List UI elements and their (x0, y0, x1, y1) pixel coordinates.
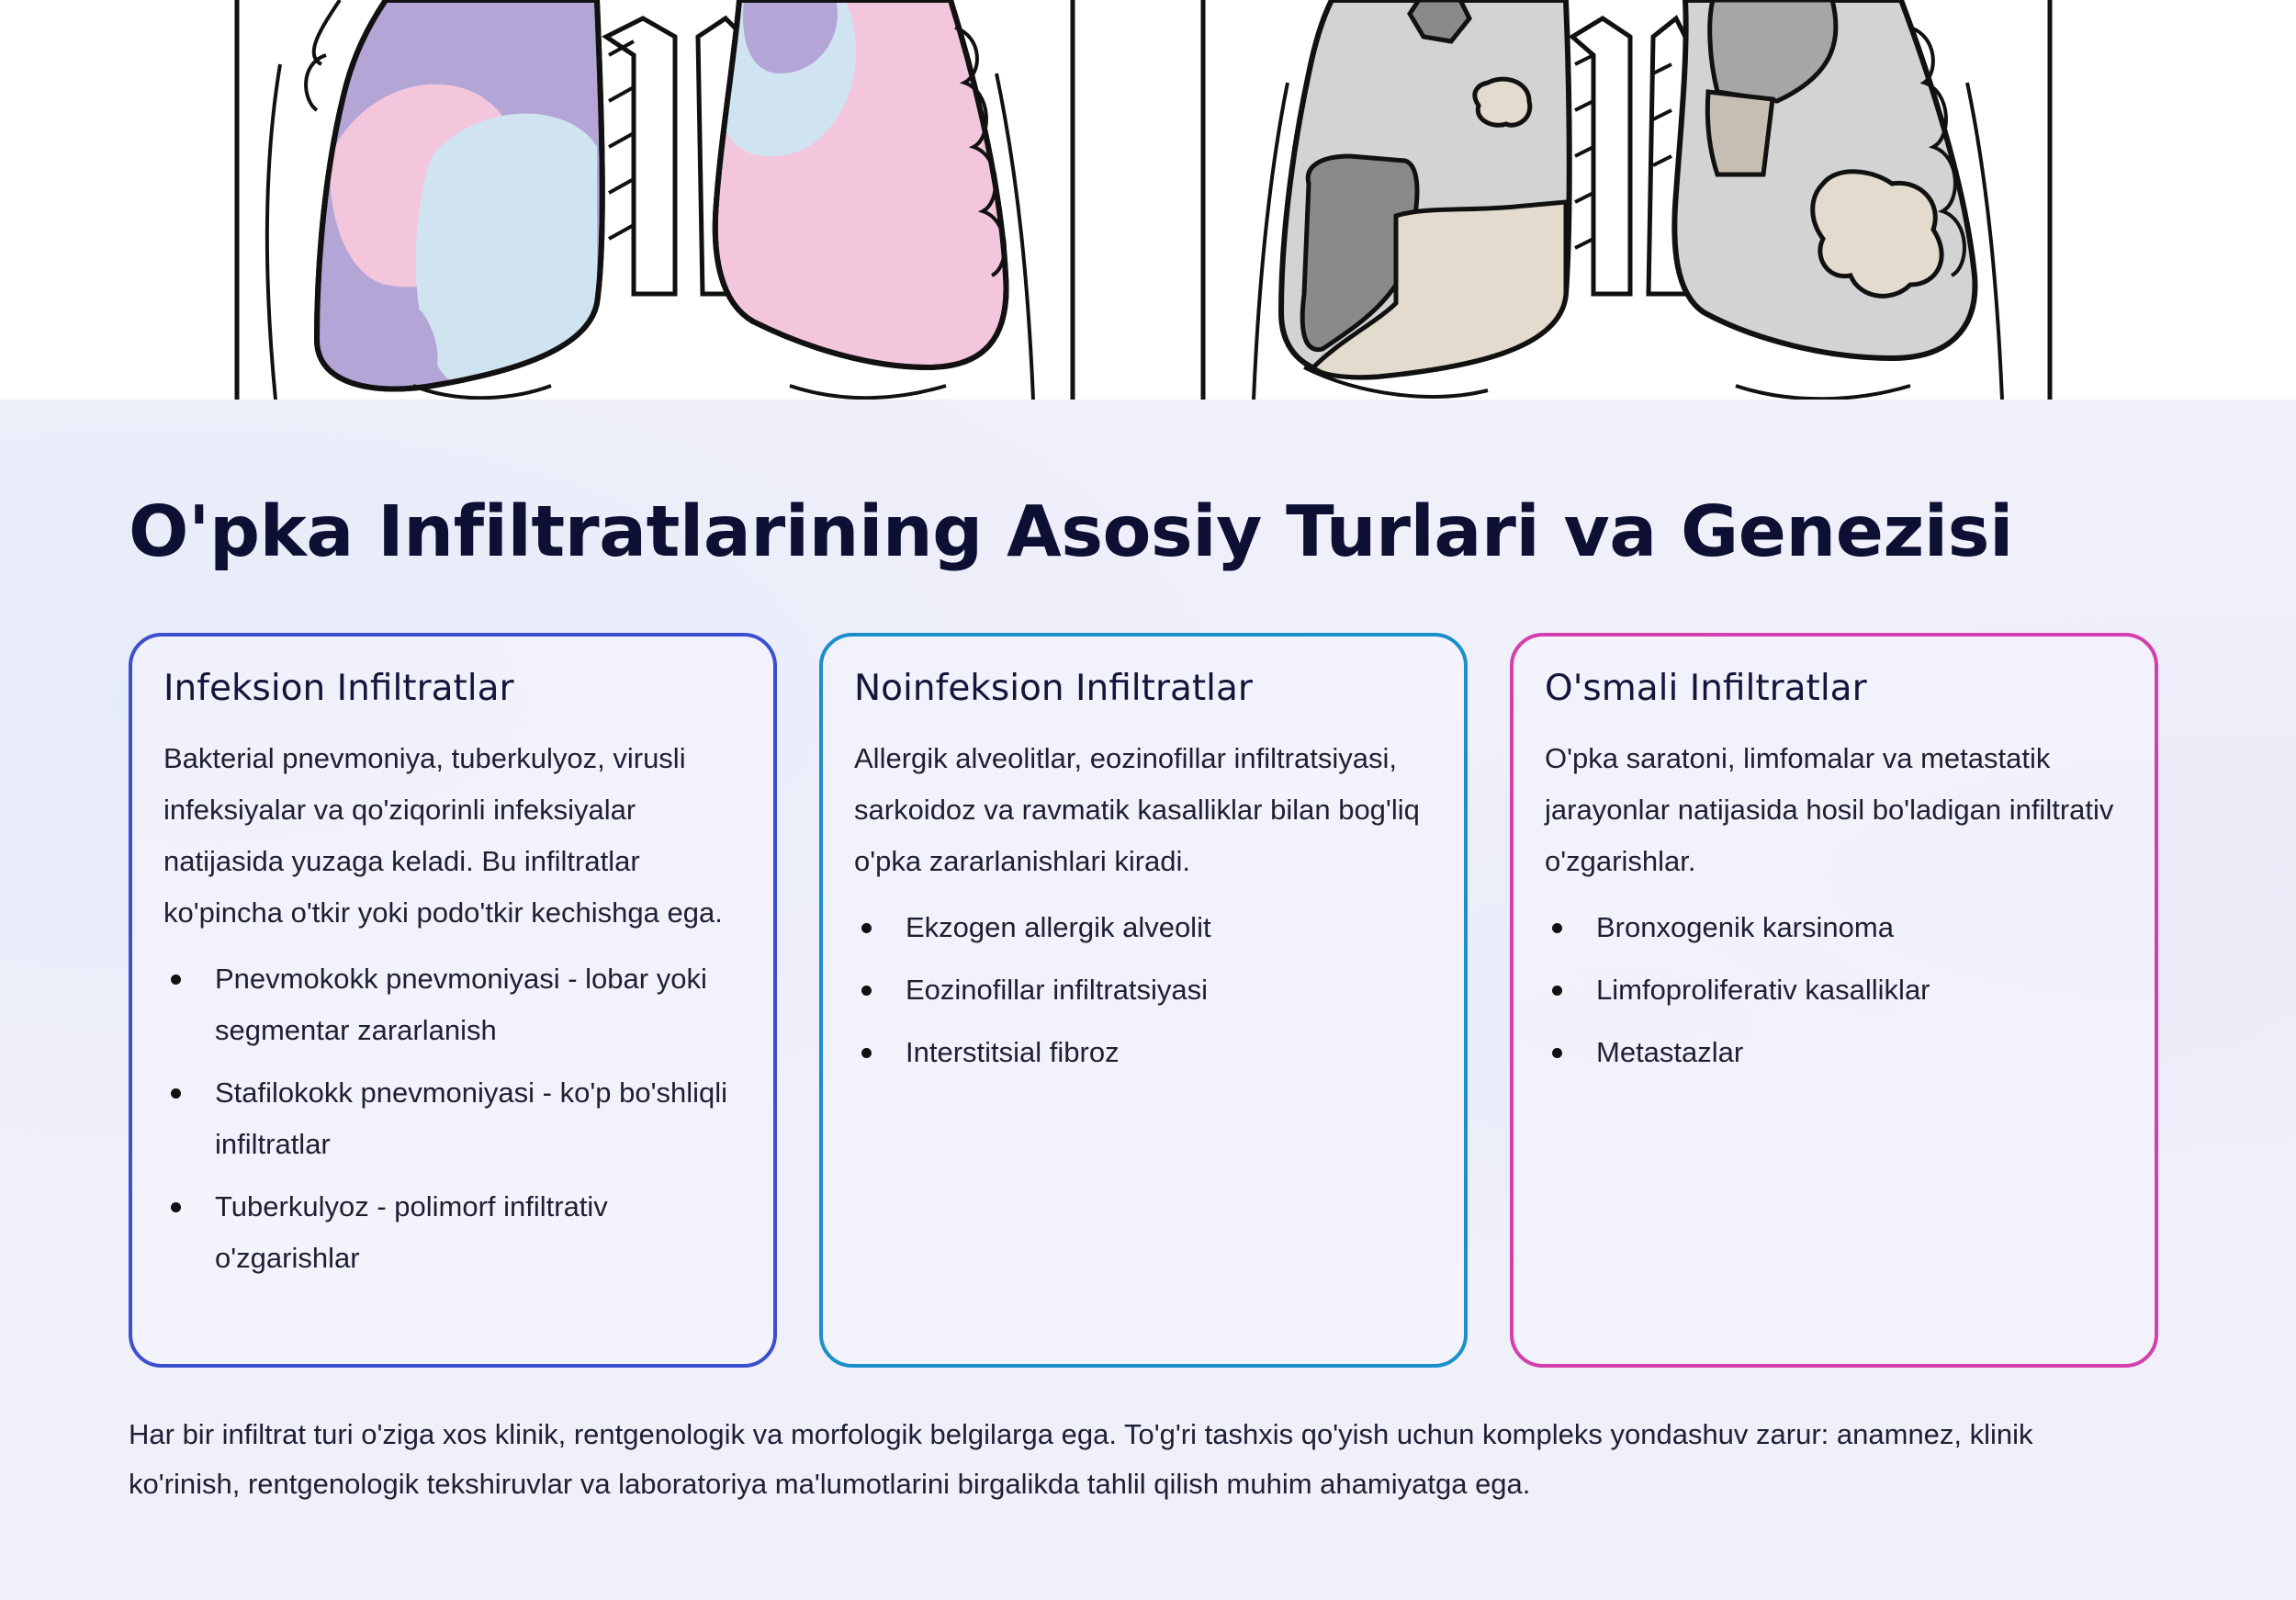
card-title: Noinfeksion Infiltratlar (854, 668, 1253, 709)
list-item: Ekzogen allergik alveolit (854, 902, 1433, 953)
list-item: Metastazlar (1545, 1027, 2123, 1078)
right-lungs-icon (1200, 0, 2053, 400)
bullet-icon (1552, 986, 1562, 996)
page-title: O'pka Infiltratlarining Asosiy Turlari v… (129, 491, 2013, 573)
list-item-text: Tuberkulyoz - polimorf infiltrativ o'zga… (215, 1190, 608, 1274)
list-item-text: Pnevmokokk pnevmoniyasi - lobar yoki seg… (215, 963, 707, 1046)
card-description: O'pka saratoni, limfomalar va metastatik… (1545, 742, 2114, 877)
main-content: O'pka Infiltratlarining Asosiy Turlari v… (0, 400, 2296, 1600)
list-item-text: Limfoproliferativ kasalliklar (1596, 974, 1930, 1006)
card-title: Infeksion Infiltratlar (163, 668, 514, 709)
card-list: Ekzogen allergik alveolit Eozinofillar i… (854, 902, 1433, 1078)
list-item-text: Bronxogenik karsinoma (1596, 911, 1894, 943)
list-item-text: Metastazlar (1596, 1036, 1744, 1068)
bullet-icon (861, 923, 872, 933)
list-item: Bronxogenik karsinoma (1545, 902, 2123, 953)
summary-text: Har bir infiltrat turi o'ziga xos klinik… (129, 1418, 2033, 1500)
bullet-icon (171, 1202, 181, 1212)
bullet-icon (1552, 1048, 1562, 1058)
list-item: Pnevmokokk pnevmoniyasi - lobar yoki seg… (163, 953, 742, 1056)
bullet-icon (171, 975, 181, 985)
bullet-icon (861, 986, 872, 996)
card-title: O'smali Infiltratlar (1545, 668, 1867, 709)
list-item-text: Interstitsial fibroz (906, 1036, 1120, 1068)
card-tumor: O'smali Infiltratlar O'pka saratoni, lim… (1510, 633, 2158, 1368)
card-description: Allergik alveolitlar, eozinofillar infil… (854, 742, 1420, 877)
bullet-icon (1552, 923, 1562, 933)
list-item: Stafilokokk pnevmoniyasi - ko'p bo'shliq… (163, 1067, 742, 1170)
list-item: Tuberkulyoz - polimorf infiltrativ o'zga… (163, 1181, 742, 1284)
card-list: Bronxogenik karsinoma Limfoproliferativ … (1545, 902, 2123, 1078)
card-description: Bakterial pnevmoniya, tuberkulyoz, virus… (163, 742, 723, 929)
card-noninfection: Noinfeksion Infiltratlar Allergik alveol… (819, 633, 1468, 1368)
list-item-text: Stafilokokk pnevmoniyasi - ko'p bo'shliq… (215, 1076, 728, 1160)
list-item-text: Ekzogen allergik alveolit (906, 911, 1211, 943)
bullet-icon (171, 1088, 181, 1099)
list-item: Interstitsial fibroz (854, 1027, 1433, 1078)
list-item-text: Eozinofillar infiltratsiyasi (906, 974, 1209, 1006)
lungs-comparison-illustration (234, 0, 2053, 400)
lung-illustration (0, 0, 2296, 400)
card-list: Pnevmokokk pnevmoniyasi - lobar yoki seg… (163, 953, 742, 1284)
list-item: Limfoproliferativ kasalliklar (1545, 964, 2123, 1016)
left-lungs-icon (234, 0, 1075, 400)
bullet-icon (861, 1048, 872, 1058)
card-infection: Infeksion Infiltratlar Bakterial pnevmon… (129, 633, 777, 1368)
list-item: Eozinofillar infiltratsiyasi (854, 964, 1433, 1016)
